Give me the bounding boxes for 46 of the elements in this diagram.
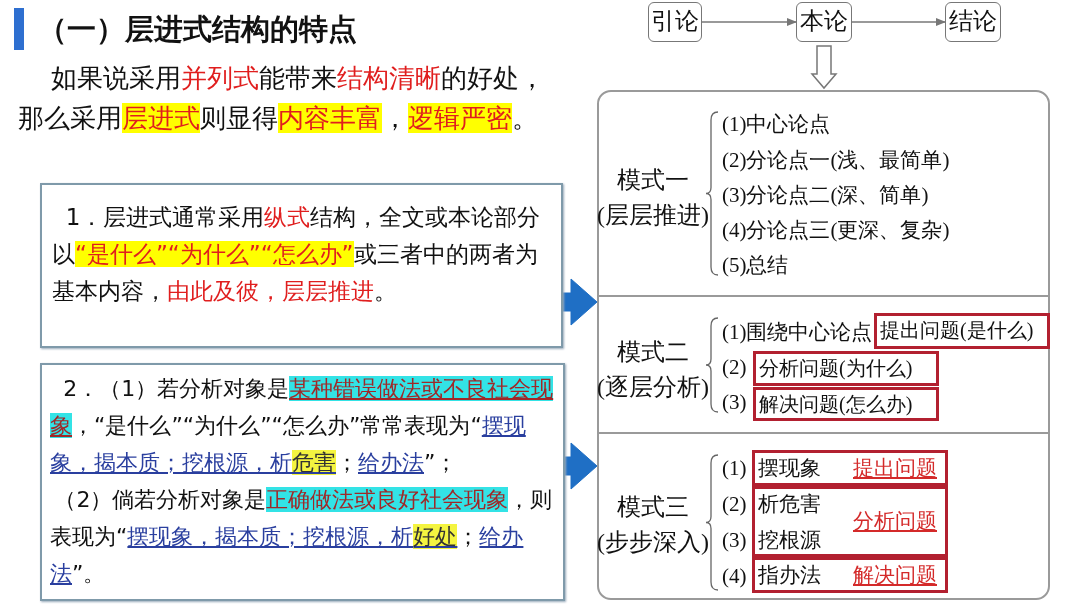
mode-label: 模式三 [616,493,690,522]
list-item: (2)分论点一(浅、最简单) [722,147,950,174]
problem-label: 解决问题 [853,562,937,589]
paragraph: 1．层进式通常采用纵式结构，全文或本论部分以“是什么”“为什么”“怎么办”或三者中的两者为基本内容，由此及彼，层层推进。 [52,203,542,306]
problem-label: 提出问题 [853,455,937,482]
list-item: (1) [722,455,747,482]
list-item: (3)分论点二(深、简单) [722,182,929,209]
mode-label: (层层推进) [597,201,709,230]
list-item: (2) [722,491,747,518]
highlight-box: 解决问题(怎么办) [753,387,939,421]
list-item: (1)中心论点 [722,111,831,138]
arrow [701,18,797,26]
panel-frame [597,90,1050,600]
block-arrow [564,442,598,490]
highlight-box [752,450,948,486]
problem-label: 分析问题 [853,508,937,535]
mode-label: 模式一 [616,166,690,195]
list-item: 析危害 [758,491,821,518]
text-box [40,363,565,601]
mode-label: (逐层分析) [597,373,709,402]
list-item: (2) [722,354,747,381]
flow-box: 引论 [648,2,702,42]
list-item: 挖根源 [758,527,821,554]
arrow [851,18,946,26]
list-item: (5)总结 [722,252,789,279]
highlight-box: 分析问题(为什么) [753,351,939,386]
flow-box: 本论 [796,2,852,42]
paragraph: 如果说采用并列式能带来结构清晰的好处，那么采用层进式则显得内容丰富，逻辑严密。 [18,62,546,135]
highlight-box [752,486,948,557]
mode-label: (步步深入) [597,528,709,557]
list-item: 指办法 [758,562,821,589]
list-item: (4) [722,563,747,590]
highlight-box [752,557,948,593]
block-arrow [810,45,838,90]
list-item: (3) [722,389,747,416]
block-arrow [562,278,598,326]
list-item: (4)分论点三(更深、复杂) [722,217,950,244]
mode-label: 模式二 [616,338,690,367]
paragraph: 2．（1）若分析对象是某种错误做法或不良社会现象，“是什么”“为什么”“怎么办”常常表现为“摆现象，揭本质；挖根源，析危害；给办法”； [50,375,555,477]
list-item: (3) [722,527,747,554]
text-box [40,183,563,348]
list-item: 摆现象 [758,455,821,482]
flow-box: 结论 [945,2,1001,42]
highlight-box: 提出问题(是什么) [874,313,1050,349]
heading: （一）层进式结构的特点 [38,11,357,48]
list-item: (1)围绕中心论点 [722,319,873,346]
